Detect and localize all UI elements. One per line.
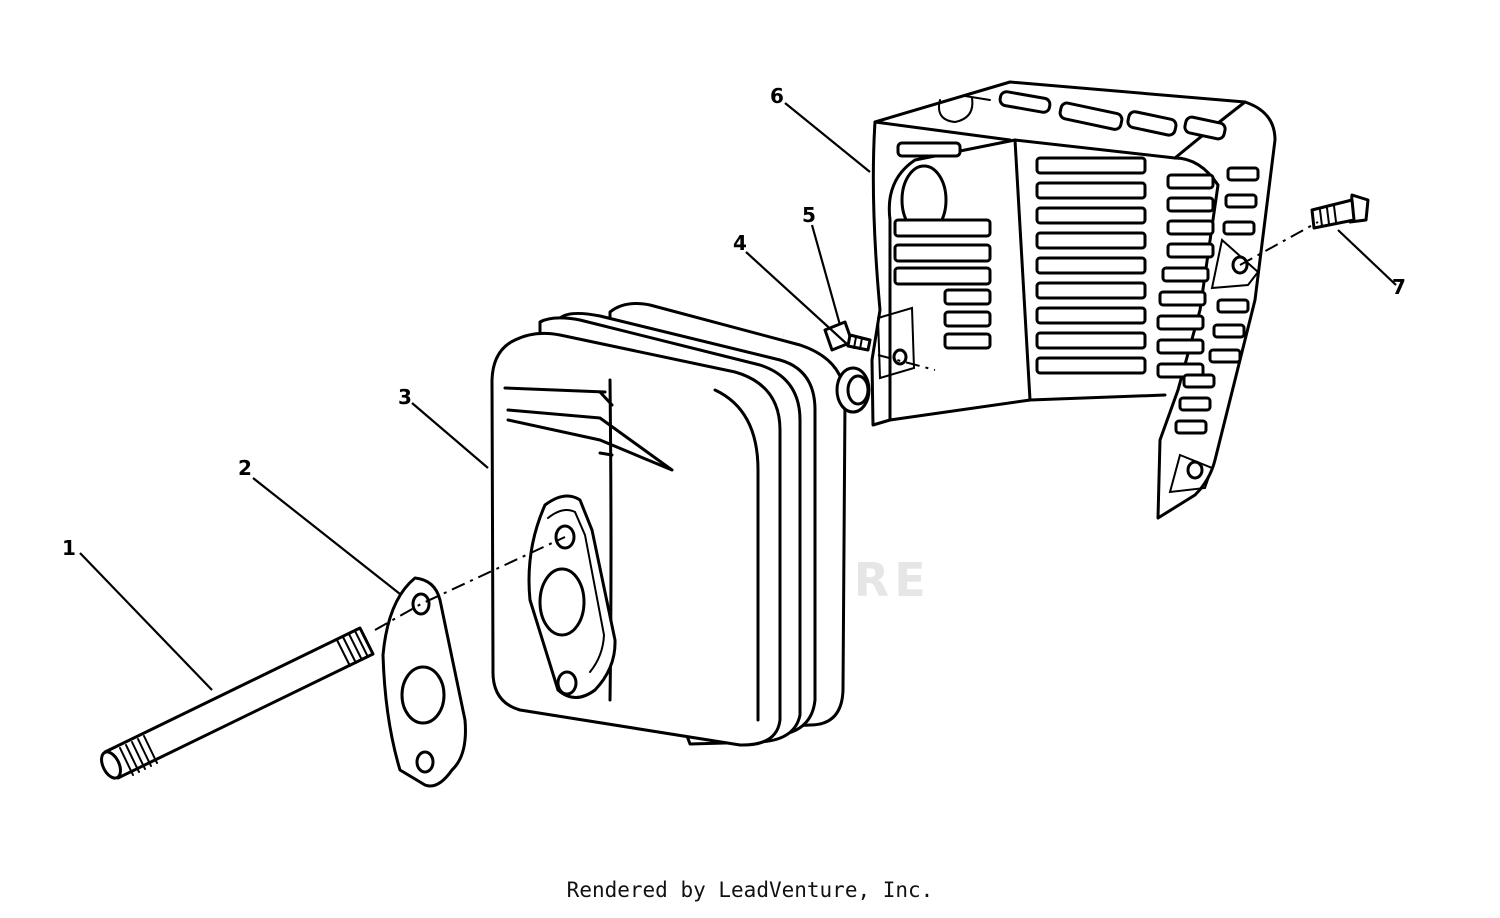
assembly-lines xyxy=(374,221,1319,631)
muffler xyxy=(490,302,847,747)
callout-3: 3 xyxy=(398,385,412,409)
shield-bolt-left xyxy=(823,320,872,352)
stud xyxy=(100,626,375,780)
footer-credit: Rendered by LeadVenture, Inc. xyxy=(566,878,934,902)
callout-labels: 1 2 3 4 5 6 7 xyxy=(62,84,1406,560)
callout-5: 5 xyxy=(802,203,816,227)
callout-4: 4 xyxy=(733,231,747,255)
leader-lines xyxy=(79,102,1397,691)
callout-6: 6 xyxy=(770,84,784,108)
shield-bolt-right xyxy=(1310,193,1370,230)
heat-shield xyxy=(870,80,1277,520)
callout-1: 1 xyxy=(62,536,76,560)
gasket xyxy=(381,576,467,788)
callout-7: 7 xyxy=(1392,275,1406,299)
callout-2: 2 xyxy=(238,456,252,480)
shield-nut xyxy=(835,366,871,414)
